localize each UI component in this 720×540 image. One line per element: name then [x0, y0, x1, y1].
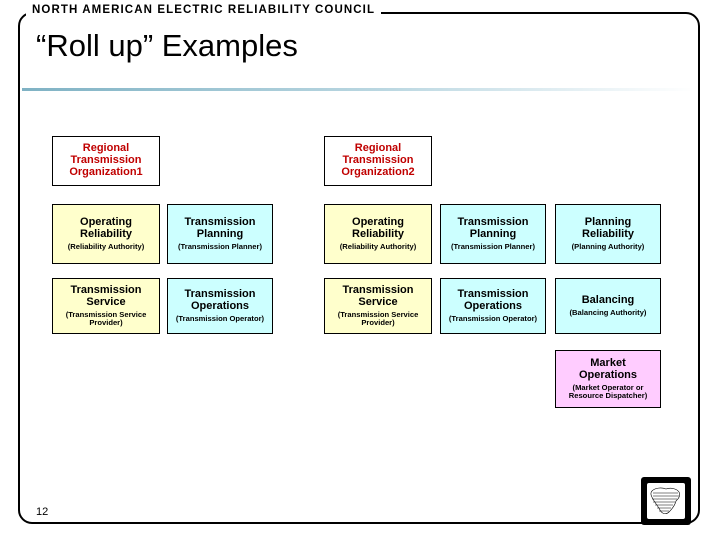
rto1-header-box: Regional Transmission Organization1: [52, 136, 160, 186]
rto2-node-4-line-2: Operations: [463, 299, 523, 312]
nerc-logo-inner: [647, 483, 685, 519]
rto2-node-6-subtitle: (Market Operator or Resource Dispatcher): [568, 382, 648, 400]
rto2-node-2-subtitle: (Planning Authority): [571, 241, 645, 251]
page-title: “Roll up” Examples: [36, 28, 298, 63]
title-divider: [22, 88, 694, 91]
rto2-node-3-line-2: Service: [358, 295, 398, 308]
rto2-node-2-line-2: Reliability: [582, 227, 634, 240]
rto1-node-0-subtitle: (Reliability Authority): [67, 241, 145, 251]
rto1-node-3-line-1: Transmission: [184, 288, 256, 301]
rto1-node-1-line-2: Planning: [196, 227, 244, 240]
rto2-node-3-subtitle: (Transmission Service Provider): [337, 309, 419, 327]
rto2-market-operations-box: Market Operations (Market Operator or Re…: [555, 350, 661, 408]
rto2-node-1-line-1: Transmission: [457, 216, 529, 229]
rto1-transmission-service-box: Transmission Service (Transmission Servi…: [52, 278, 160, 334]
rto2-node-6-line-1: Market: [590, 357, 626, 370]
rto2-balancing-box: Balancing (Balancing Authority): [555, 278, 661, 334]
rto1-header-line-1: Regional: [82, 142, 130, 155]
rto2-node-2-line-1: Planning: [584, 216, 632, 229]
rto2-transmission-service-box: Transmission Service (Transmission Servi…: [324, 278, 432, 334]
rto2-node-4-line-1: Transmission: [457, 288, 529, 301]
rto1-node-2-line-2: Service: [86, 295, 126, 308]
rto2-node-0-line-1: Operating: [352, 216, 404, 229]
page-number: 12: [36, 506, 49, 518]
rto1-transmission-operations-box: Transmission Operations (Transmission Op…: [167, 278, 273, 334]
rto2-node-4-subtitle: (Transmission Operator): [448, 313, 538, 323]
rto2-node-1-line-2: Planning: [469, 227, 517, 240]
rto2-node-5-line-1: Balancing: [581, 294, 635, 307]
rto2-transmission-operations-box: Transmission Operations (Transmission Op…: [440, 278, 546, 334]
rto1-header-line-3: Organization1: [69, 165, 143, 178]
rto2-header-box: Regional Transmission Organization2: [324, 136, 432, 186]
rto1-node-3-line-2: Operations: [190, 299, 250, 312]
rto1-node-1-subtitle: (Transmission Planner): [178, 241, 262, 251]
rto1-transmission-planning-box: Transmission Planning (Transmission Plan…: [167, 204, 273, 264]
rto1-node-1-line-1: Transmission: [184, 216, 256, 229]
rto1-node-0-line-2: Reliability: [80, 227, 132, 240]
rto2-operating-reliability-box: Operating Reliability (Reliability Autho…: [324, 204, 432, 264]
rto1-node-2-line-1: Transmission: [70, 284, 142, 297]
rto2-header-line-1: Regional: [354, 142, 402, 155]
rto2-transmission-planning-box: Transmission Planning (Transmission Plan…: [440, 204, 546, 264]
rto1-node-2-subtitle: (Transmission Service Provider): [65, 309, 147, 327]
nerc-logo: [641, 477, 691, 525]
rto1-header-line-2: Transmission: [70, 154, 142, 167]
rto2-node-6-line-2: Operations: [578, 368, 638, 381]
rto2-node-3-line-1: Transmission: [342, 284, 414, 297]
rto1-operating-reliability-box: Operating Reliability (Reliability Autho…: [52, 204, 160, 264]
north-america-map-icon: [650, 487, 680, 515]
rto2-node-5-subtitle: (Balancing Authority): [569, 307, 647, 317]
rto2-node-0-line-2: Reliability: [352, 227, 404, 240]
rto1-node-0-line-1: Operating: [80, 216, 132, 229]
rto2-header-line-2: Transmission: [342, 154, 414, 167]
rto2-header-line-3: Organization2: [341, 165, 415, 178]
rto1-node-3-subtitle: (Transmission Operator): [175, 313, 265, 323]
rto2-node-0-subtitle: (Reliability Authority): [339, 241, 417, 251]
rto2-planning-reliability-box: Planning Reliability (Planning Authority…: [555, 204, 661, 264]
rto2-node-1-subtitle: (Transmission Planner): [451, 241, 535, 251]
organization-brand-label: NORTH AMERICAN ELECTRIC RELIABILITY COUN…: [26, 4, 382, 16]
